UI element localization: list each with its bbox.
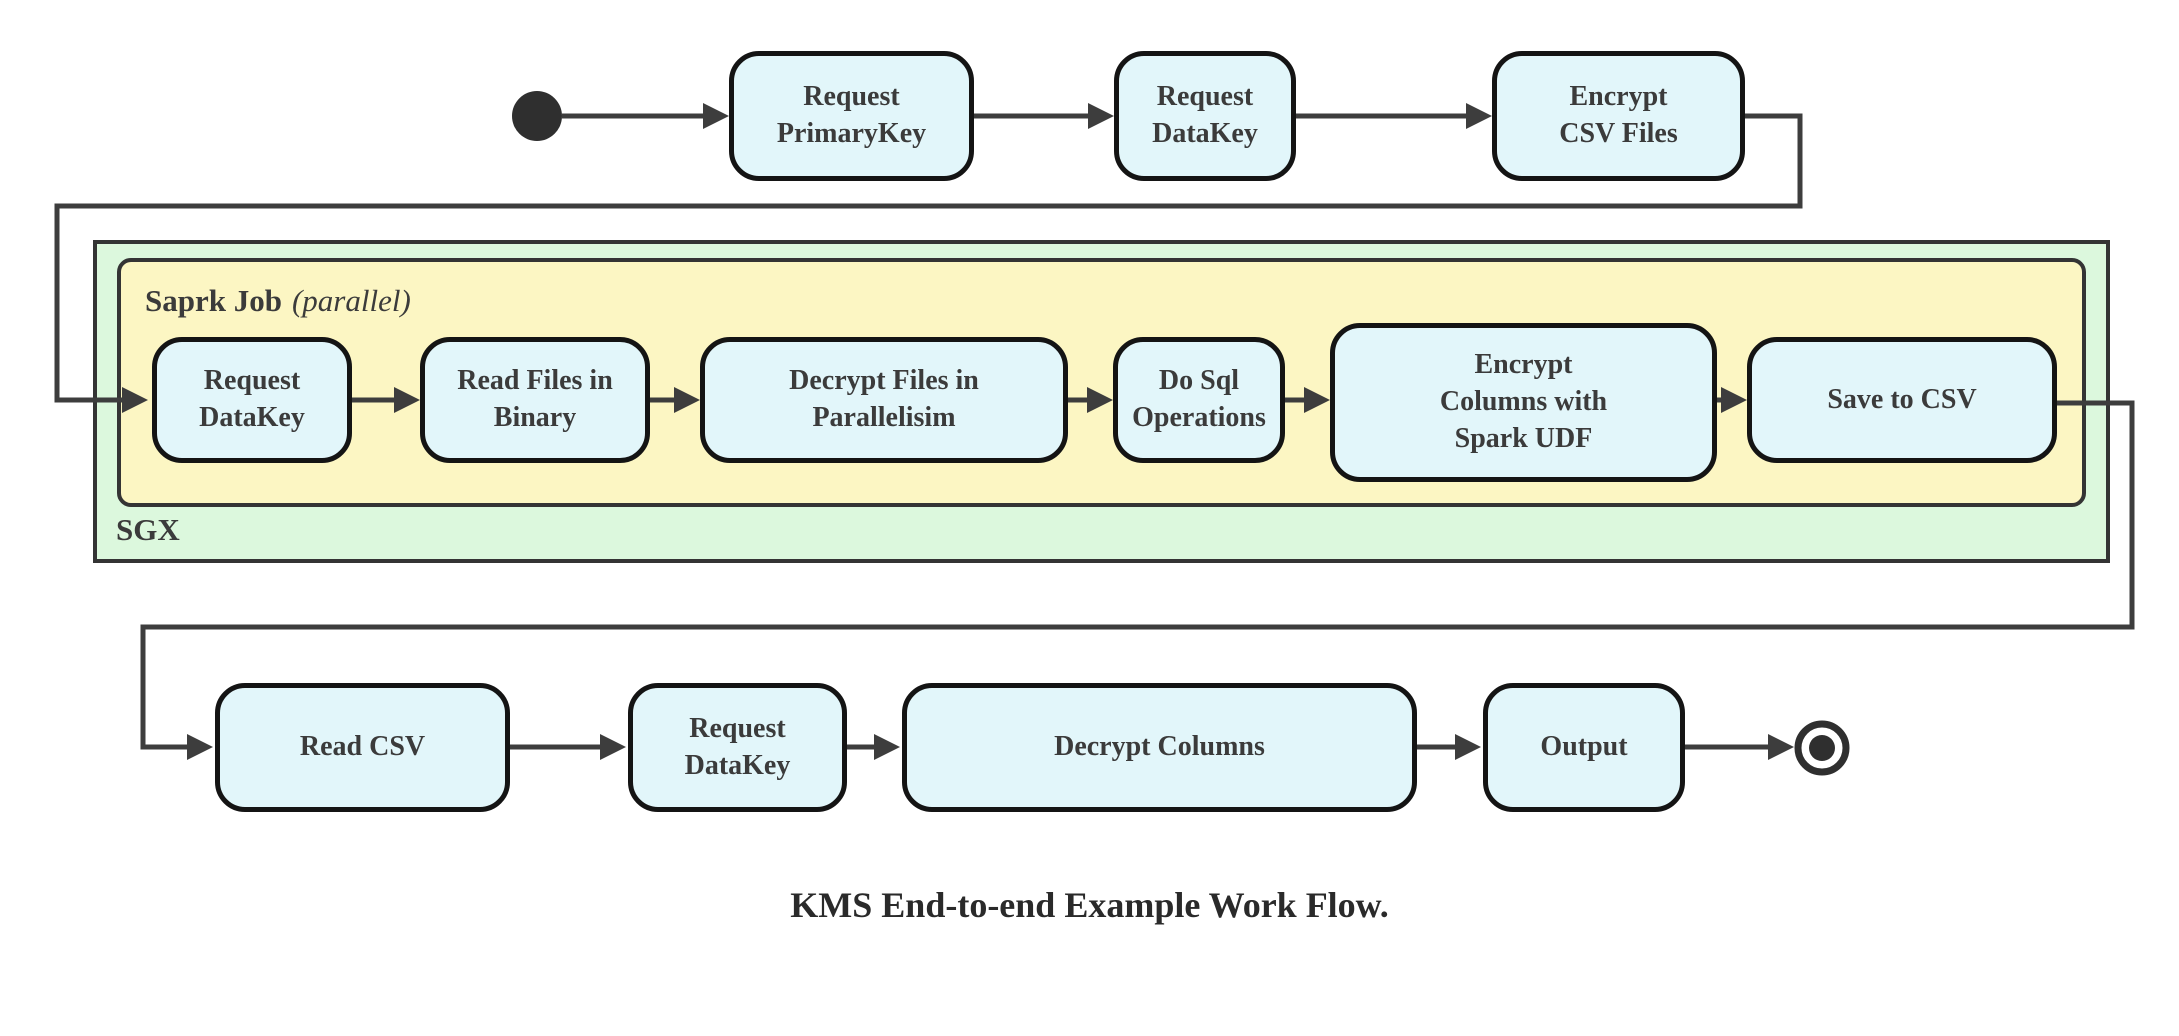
node-read-files-in-binary: Read Files in Binary [420,337,650,463]
node-request-datakey-top: Request DataKey [1114,51,1296,181]
node-label: Read CSV [299,731,426,763]
node-label: Request DataKey [199,365,305,433]
node-request-datakey-bottom: Request DataKey [628,683,847,812]
node-save-to-csv: Save to CSV [1747,337,2057,463]
node-encrypt-columns-with-spark-udf: Encrypt Columns with Spark UDF [1330,323,1717,482]
diagram-caption: KMS End-to-end Example Work Flow. [790,885,1389,925]
edge-output-to-end [1685,734,1794,760]
edge-encrypt-csv-files-to-spark-request-datakey [54,113,1803,413]
node-label: Decrypt Files in Parallelisim [789,365,979,433]
node-label: Encrypt CSV Files [1559,81,1678,149]
initial-node [512,91,562,141]
edge-request-datakey-to-encrypt-csv-files [1296,103,1492,129]
edge-decrypt-columns-to-output [1417,734,1481,760]
node-label: Decrypt Columns [1054,731,1265,763]
final-node [1794,720,1850,776]
edge-request-datakey-to-decrypt-columns [847,734,900,760]
node-do-sql-operations: Do Sql Operations [1113,337,1285,463]
node-label: Request PrimaryKey [776,81,927,149]
edge-read-files-to-decrypt-files [650,387,700,413]
node-decrypt-files-in-parallelisim: Decrypt Files in Parallelisim [700,337,1068,463]
node-label: Read Files in Binary [457,365,613,433]
edge-encrypt-columns-to-save-to-csv [1717,387,1747,413]
edge-do-sql-to-encrypt-columns [1285,387,1330,413]
node-label: Do Sql Operations [1132,365,1266,433]
edge-request-primarykey-to-request-datakey [974,103,1114,129]
node-label: Save to CSV [1827,383,1977,415]
node-label: Request DataKey [684,712,791,781]
edge-save-to-csv-to-read-csv [140,400,2135,760]
node-label: Output [1540,731,1628,763]
node-label: Encrypt Columns with Spark UDF [1439,349,1608,454]
edge-start-to-request-primarykey [562,103,729,129]
node-read-csv: Read CSV [215,683,510,812]
node-request-primarykey: Request PrimaryKey [729,51,974,181]
node-spark-request-datakey: Request DataKey [152,337,352,463]
edge-decrypt-files-to-do-sql [1068,387,1113,413]
spark-job-parallel-note: (parallel) [291,283,411,318]
spark-job-label: Saprk Job (parallel) [145,283,411,319]
edge-spark-request-datakey-to-read-files [352,387,420,413]
edge-read-csv-to-request-datakey [510,734,626,760]
spark-job-title: Saprk Job [145,283,282,318]
node-output: Output [1483,683,1685,812]
node-label: Request DataKey [1152,81,1258,149]
node-decrypt-columns: Decrypt Columns [902,683,1417,812]
node-encrypt-csv-files: Encrypt CSV Files [1492,51,1745,181]
sgx-label: SGX [116,512,180,547]
